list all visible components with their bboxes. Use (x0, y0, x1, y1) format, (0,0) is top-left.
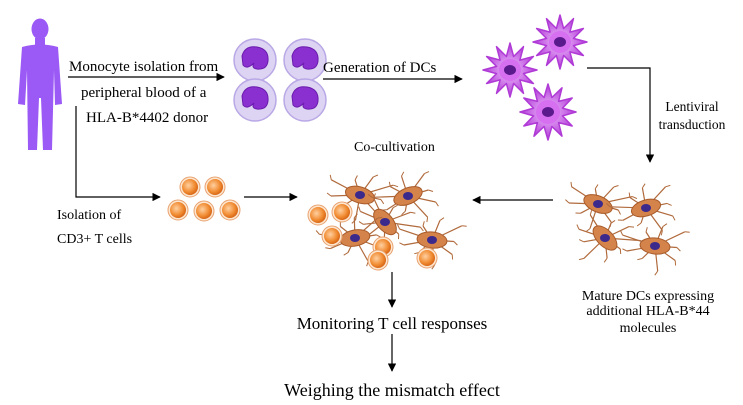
human-silhouette-icon (18, 18, 62, 150)
lentiviral-label-line1: Lentiviral (665, 99, 719, 114)
weighing-label: Weighing the mismatch effect (284, 380, 500, 400)
monocyte-label-line2: peripheral blood of a (81, 85, 207, 101)
monitoring-label: Monitoring T cell responses (296, 314, 488, 333)
generation-label: Generation of DCs (323, 60, 437, 76)
mature-dendritic-cell-icon (565, 181, 690, 276)
mature-label-line3: molecules (619, 321, 677, 336)
arrow-to-tcells (75, 106, 161, 202)
mature-label-line1: Mature DCs expressing (581, 289, 715, 304)
lentiviral-label-line2: transduction (658, 117, 726, 132)
t-cell-icon (167, 176, 241, 222)
cocultivation-label: Co-cultivation (354, 140, 435, 155)
monocyte-label-line1: Monocyte isolation from (69, 59, 219, 75)
monocyte-cells-icon (233, 38, 327, 122)
arrow-lentiviral (587, 67, 655, 163)
isolation-label-line1: Isolation of (57, 208, 122, 223)
monocyte-label-line3: HLA-B*4402 donor (86, 110, 209, 126)
isolation-label-line2: CD3+ T cells (57, 232, 133, 247)
mature-label-line2: additional HLA-B*44 (586, 304, 710, 319)
dendritic-cell-icon (482, 14, 588, 141)
cocultivation-cells-icon (307, 171, 467, 271)
